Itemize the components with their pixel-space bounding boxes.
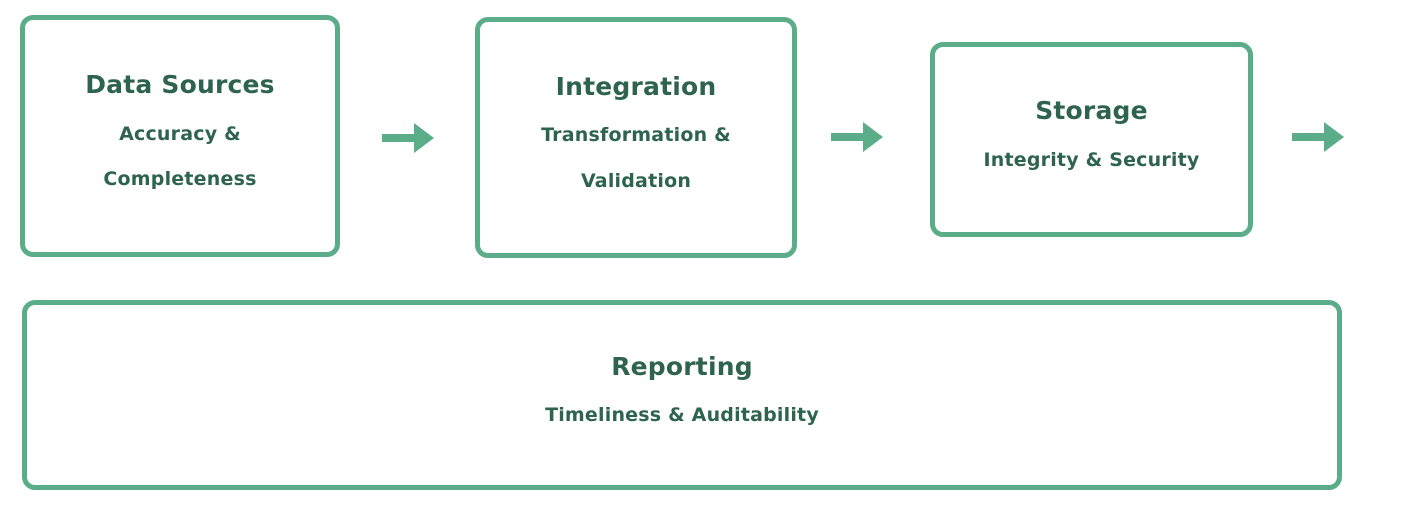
node-subtitle: Transformation & Validation: [541, 113, 731, 204]
arrow-right-icon: [382, 120, 434, 156]
node-subtitle-line: Transformation &: [541, 124, 731, 147]
node-data-sources: Data Sources Accuracy & Completeness: [20, 15, 340, 257]
node-subtitle-line: Timeliness & Auditability: [545, 404, 819, 427]
node-subtitle-line: Accuracy &: [119, 122, 241, 145]
node-subtitle: Timeliness & Auditability: [545, 393, 819, 439]
node-subtitle-line: Integrity & Security: [983, 148, 1200, 171]
arrow-right-icon: [831, 119, 883, 155]
node-title: Storage: [1035, 96, 1148, 126]
node-title: Reporting: [611, 351, 753, 381]
node-title: Integration: [555, 71, 717, 101]
node-integration: Integration Transformation & Validation: [475, 17, 797, 258]
node-reporting: Reporting Timeliness & Auditability: [22, 300, 1342, 490]
arrow-right-icon: [1292, 119, 1344, 155]
node-title: Data Sources: [85, 70, 275, 100]
node-subtitle: Integrity & Security: [983, 138, 1199, 184]
node-storage: Storage Integrity & Security: [930, 42, 1253, 237]
node-subtitle-line: Completeness: [103, 168, 257, 191]
node-subtitle: Accuracy & Completeness: [103, 112, 256, 203]
node-subtitle-line: Validation: [580, 169, 692, 192]
